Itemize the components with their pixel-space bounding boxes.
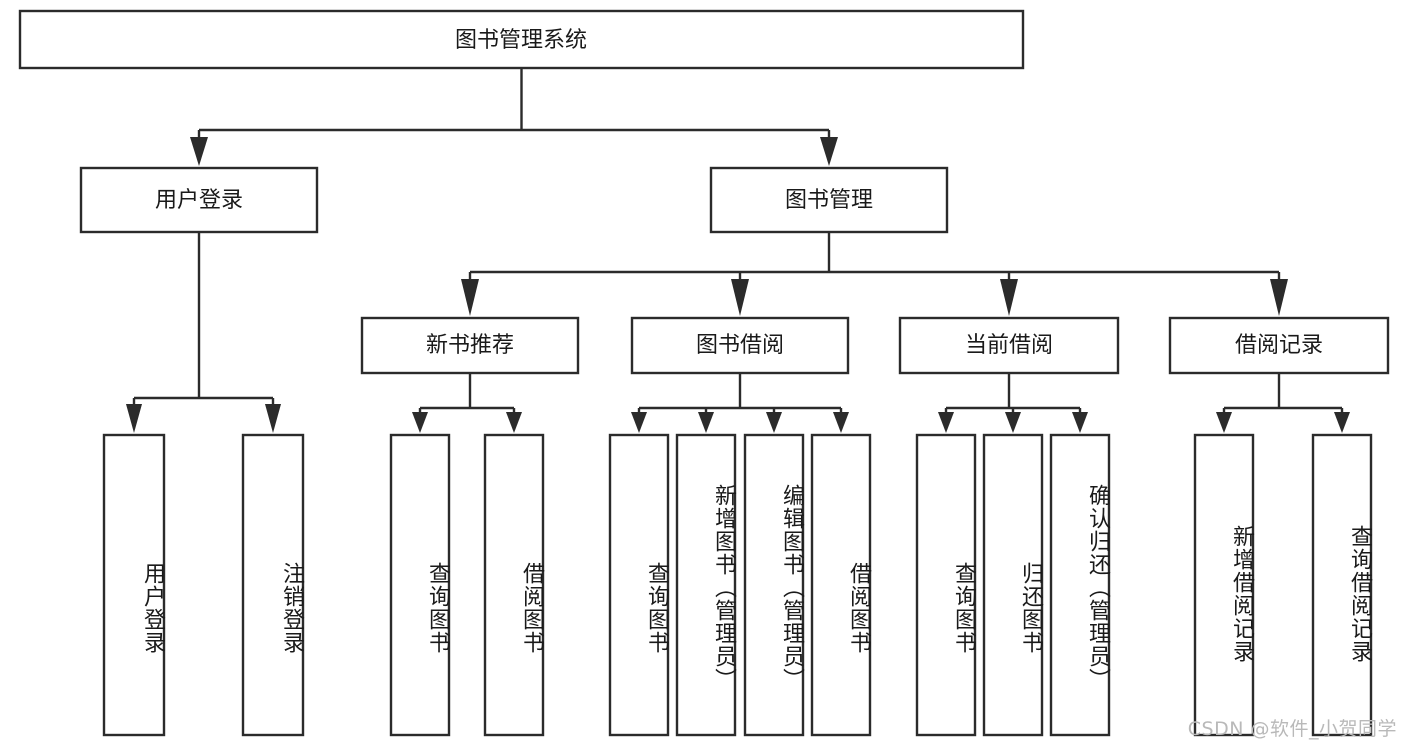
- arrow-head-leaf-query-book-current: [938, 412, 954, 433]
- node-book-manage-box[interactable]: [709, 166, 949, 234]
- node-borrow-record-box[interactable]: [1168, 316, 1390, 375]
- leaf-label-add-borrow-record: 新增借阅记录: [1229, 524, 1254, 663]
- node-root-label: 图书管理系统: [455, 28, 587, 53]
- node-root-box[interactable]: [18, 9, 1025, 70]
- arrow-head-leaf-add-book-admin: [698, 412, 714, 433]
- node-borrow-record-label: 借阅记录: [1235, 333, 1323, 358]
- leaf-box-user-login[interactable]: [102, 433, 166, 737]
- arrow-head-leaf-edit-book-admin: [766, 412, 782, 433]
- leaf-box-query-book-rec[interactable]: [389, 433, 451, 737]
- arrow-head-leaf-confirm-return: [1072, 412, 1088, 433]
- connectors-root-to-level2: [190, 68, 838, 166]
- leaf-label-borrow-book: 借阅图书: [846, 562, 871, 654]
- leaf-label-edit-book-admin: 编辑图书（管理员）: [779, 483, 804, 691]
- node-book-borrow-label: 图书借阅: [696, 333, 784, 358]
- node-book-borrow[interactable]: 图书借阅: [630, 316, 850, 375]
- leaf-box-query-borrow-record[interactable]: [1311, 433, 1373, 737]
- leaf-box-query-book-current[interactable]: [915, 433, 977, 737]
- node-root[interactable]: 图书管理系统: [18, 9, 1025, 70]
- node-new-book-recommend[interactable]: 新书推荐: [360, 316, 580, 375]
- connectors-borrowrecord-to-leaves: [1216, 373, 1350, 433]
- leaf-label-query-book-borrow: 查询图书: [644, 562, 669, 654]
- node-book-manage[interactable]: 图书管理: [709, 166, 949, 234]
- leaf-label-logout: 注销登录: [279, 562, 304, 654]
- leaf-box-borrow-book[interactable]: [810, 433, 872, 737]
- leaf-box-confirm-return-admin[interactable]: [1049, 433, 1111, 737]
- arrow-head-user-login: [190, 137, 208, 166]
- node-user-login-label: 用户登录: [155, 188, 243, 213]
- arrow-head-current-borrow: [1000, 279, 1018, 316]
- arrow-head-leaf-query-book-borrow: [631, 412, 647, 433]
- connectors-newbook-to-leaves: [412, 373, 522, 433]
- arrow-head-leaf-user-login: [126, 404, 142, 433]
- node-current-borrow[interactable]: 当前借阅: [898, 316, 1120, 375]
- arrow-head-borrow-record: [1270, 279, 1288, 316]
- arrow-head-leaf-add-borrow-record: [1216, 412, 1232, 433]
- arrow-head-leaf-query-book-rec: [412, 412, 428, 433]
- leaf-box-query-book-borrow[interactable]: [608, 433, 670, 737]
- leaf-box-add-borrow-record[interactable]: [1193, 433, 1255, 737]
- leaf-label-query-book-current: 查询图书: [951, 562, 976, 654]
- csdn-watermark: CSDN @软件_小贺同学: [1187, 718, 1397, 740]
- arrow-head-book-manage: [820, 137, 838, 166]
- leaf-label-user-login: 用户登录: [140, 562, 165, 654]
- node-user-login-box[interactable]: [79, 166, 319, 234]
- arrow-head-leaf-borrow-book: [833, 412, 849, 433]
- leaf-box-return-book[interactable]: [982, 433, 1044, 737]
- leaf-box-borrow-book-rec[interactable]: [483, 433, 545, 737]
- node-new-book-recommend-label: 新书推荐: [426, 333, 514, 358]
- leaf-box-add-book-admin[interactable]: [675, 433, 737, 737]
- leaf-boxes: [102, 433, 1373, 737]
- leaf-label-add-book-admin: 新增图书（管理员）: [711, 483, 736, 691]
- arrow-head-leaf-borrow-book-rec: [506, 412, 522, 433]
- leaf-label-confirm-return-admin: 确认归还（管理员）: [1085, 483, 1110, 691]
- connectors-userlogin-to-leaves: [126, 232, 281, 433]
- node-new-book-recommend-box[interactable]: [360, 316, 580, 375]
- arrow-head-new-book-recommend: [461, 279, 479, 316]
- arrow-head-leaf-query-borrow-record: [1334, 412, 1350, 433]
- leaf-box-logout[interactable]: [241, 433, 305, 737]
- leaf-label-query-book-rec: 查询图书: [425, 562, 450, 654]
- connectors-currentborrow-to-leaves: [938, 373, 1088, 433]
- node-current-borrow-label: 当前借阅: [965, 333, 1053, 358]
- connectors-bookborrow-to-leaves: [631, 373, 849, 433]
- node-current-borrow-box[interactable]: [898, 316, 1120, 375]
- leaf-label-return-book: 归还图书: [1018, 562, 1043, 654]
- node-book-borrow-box[interactable]: [630, 316, 850, 375]
- node-book-manage-label: 图书管理: [785, 188, 873, 213]
- leaf-label-query-borrow-record: 查询借阅记录: [1347, 524, 1372, 663]
- node-borrow-record[interactable]: 借阅记录: [1168, 316, 1390, 375]
- arrow-head-leaf-logout: [265, 404, 281, 433]
- leaf-label-borrow-book-rec: 借阅图书: [519, 562, 544, 654]
- arrow-head-leaf-return-book: [1005, 412, 1021, 433]
- leaf-box-edit-book-admin[interactable]: [743, 433, 805, 737]
- node-user-login[interactable]: 用户登录: [79, 166, 319, 234]
- connectors-bookmanage-to-level3: [461, 232, 1288, 316]
- arrow-head-book-borrow: [731, 279, 749, 316]
